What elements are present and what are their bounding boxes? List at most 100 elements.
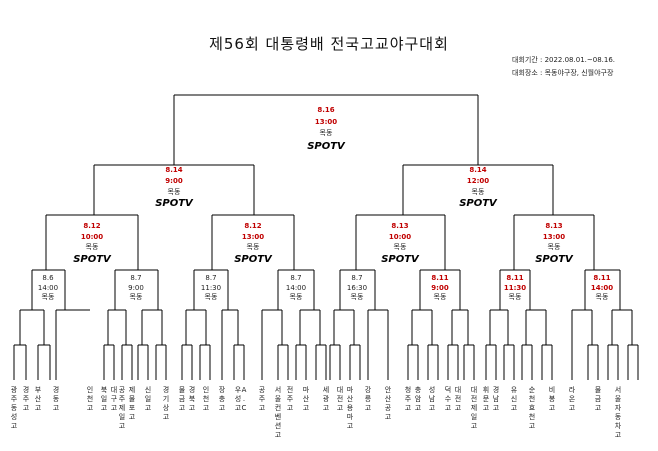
r16-date: 8.11 xyxy=(506,274,523,282)
r16-time: 11:30 xyxy=(201,284,221,292)
round-of-16-labels: 8.614:00목동8.79:00목동8.711:30목동8.714:00목동8… xyxy=(38,274,613,301)
r16-place: 목동 xyxy=(509,293,522,301)
tournament-venue: 대회장소 : 목동야구장, 신월야구장 xyxy=(512,69,614,77)
quarter-date: 8.12 xyxy=(83,222,100,230)
semi-time: 9:00 xyxy=(165,177,183,185)
r16-date: 8.7 xyxy=(205,274,216,282)
final-time: 13:00 xyxy=(315,118,337,126)
r16-time: 9:00 xyxy=(128,284,144,292)
quarter-time: 13:00 xyxy=(543,233,565,241)
quarter-broadcaster: SPOTV xyxy=(234,254,273,265)
team-name: A.C xyxy=(242,386,247,412)
r16-time: 9:00 xyxy=(431,284,449,292)
quarter-time: 10:00 xyxy=(389,233,411,241)
r16-time: 16:30 xyxy=(347,284,367,292)
r16-time: 14:00 xyxy=(591,284,613,292)
quarter-match-4: 8.13 13:00 목동 SPOTV xyxy=(535,222,574,265)
r16-place: 목동 xyxy=(434,293,447,301)
r16-date: 8.7 xyxy=(130,274,141,282)
bracket-lines xyxy=(13,94,639,380)
quarter-broadcaster: SPOTV xyxy=(535,254,574,265)
r16-date: 8.11 xyxy=(593,274,610,282)
semi-broadcaster: SPOTV xyxy=(155,198,194,209)
r16-date: 8.7 xyxy=(290,274,301,282)
quarter-match-2: 8.12 13:00 목동 SPOTV xyxy=(234,222,273,265)
r16-date: 8.6 xyxy=(42,274,54,282)
r16-place: 목동 xyxy=(42,293,55,301)
quarter-place: 목동 xyxy=(548,243,561,251)
final-broadcaster: SPOTV xyxy=(307,141,346,152)
semi-time: 12:00 xyxy=(467,177,489,185)
quarter-place: 목동 xyxy=(86,243,99,251)
r16-place: 목동 xyxy=(351,293,364,301)
quarter-date: 8.13 xyxy=(391,222,408,230)
r16-place: 목동 xyxy=(290,293,303,301)
semi-place: 목동 xyxy=(168,188,181,196)
quarter-time: 10:00 xyxy=(81,233,103,241)
quarter-place: 목동 xyxy=(394,243,407,251)
semi-date: 8.14 xyxy=(469,166,486,174)
r16-time: 14:00 xyxy=(38,284,58,292)
semi-match-2: 8.14 12:00 목동 SPOTV xyxy=(459,166,498,209)
semi-place: 목동 xyxy=(472,188,485,196)
final-place: 목동 xyxy=(320,129,333,137)
quarter-broadcaster: SPOTV xyxy=(73,254,112,265)
r16-place: 목동 xyxy=(205,293,218,301)
semi-broadcaster: SPOTV xyxy=(459,198,498,209)
quarter-broadcaster: SPOTV xyxy=(381,254,420,265)
r16-time: 11:30 xyxy=(504,284,526,292)
final-date: 8.16 xyxy=(317,106,334,114)
r16-place: 목동 xyxy=(130,293,143,301)
r16-date: 8.7 xyxy=(351,274,362,282)
page-title: 제56회 대통령배 전국고교야구대회 xyxy=(209,35,449,53)
quarter-place: 목동 xyxy=(247,243,260,251)
r16-date: 8.11 xyxy=(431,274,448,282)
tournament-period: 대회기간 : 2022.08.01.~08.16. xyxy=(512,56,616,64)
quarter-date: 8.12 xyxy=(244,222,261,230)
r16-place: 목동 xyxy=(596,293,609,301)
semi-date: 8.14 xyxy=(165,166,182,174)
quarter-time: 13:00 xyxy=(242,233,264,241)
final-match: 8.16 13:00 목동 SPOTV xyxy=(307,106,346,152)
quarter-match-1: 8.12 10:00 목동 SPOTV xyxy=(73,222,112,265)
